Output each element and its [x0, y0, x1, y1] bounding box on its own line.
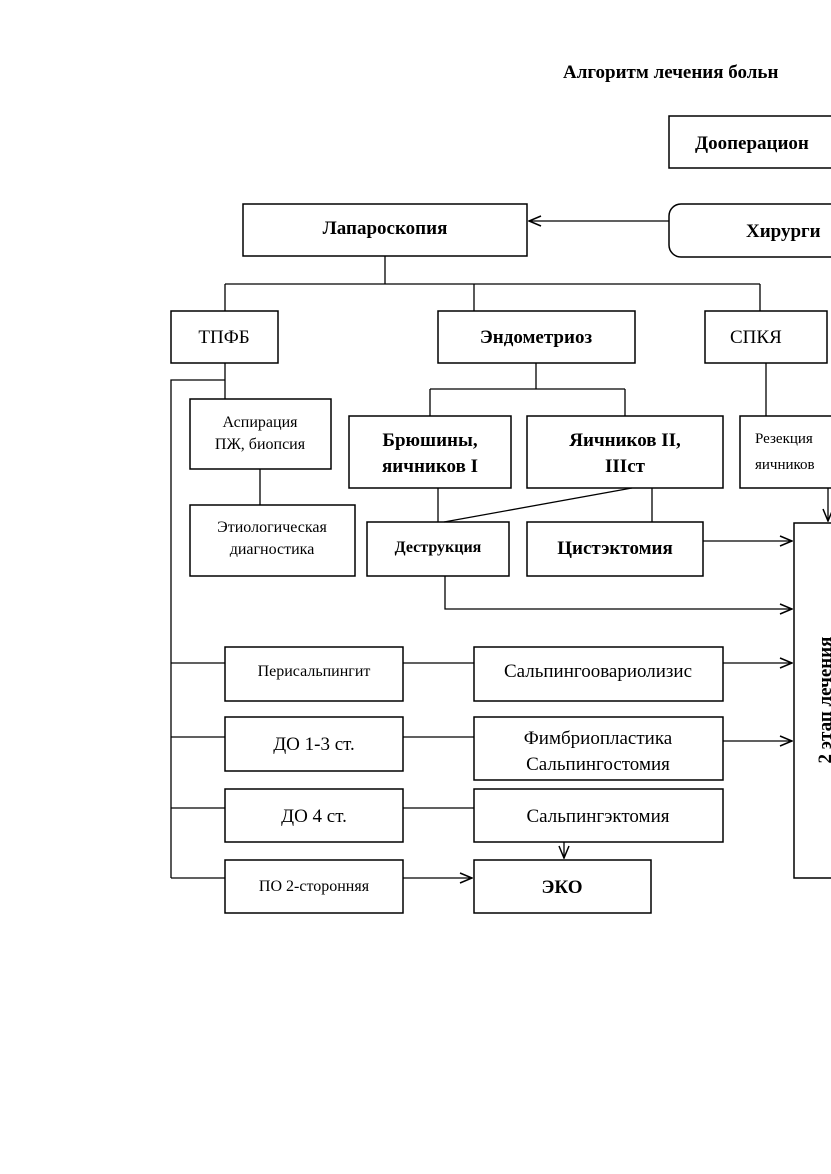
ovaries-label-1: Яичников II,: [569, 430, 681, 451]
cystectomy-label: Цистэктомия: [557, 538, 673, 559]
fimbrioplasty-label-1: Фимбриопластика: [524, 728, 673, 749]
aspiration-box: [189, 398, 332, 470]
resection-box: [739, 415, 831, 489]
salpingoovariolysis-label: Сальпингоовариолизис: [504, 661, 692, 682]
ovaries-label-2: IIIст: [605, 456, 646, 477]
laparoscopy-branch-line: [224, 256, 761, 311]
resection-label-1: Резекция: [755, 431, 813, 447]
tpfb-branch-line: [170, 363, 261, 878]
perisalpingitis-box: [224, 646, 404, 702]
diagram-title: Алгоритм лечения больн: [563, 62, 778, 83]
preop-label: Дооперацион: [695, 133, 809, 154]
salpingectomy-box: [473, 788, 724, 843]
salpingoovariolysis-box: [473, 646, 724, 702]
ovaries-box: [526, 415, 724, 489]
surgery-box: [668, 203, 831, 258]
do13-box: [224, 716, 404, 772]
perisalpingitis-label: Перисальпингит: [258, 663, 371, 680]
resection-label-2: яичников: [755, 457, 815, 473]
ovaries-to-destruction-line: [443, 487, 633, 523]
destruction-label: Деструкция: [395, 539, 482, 556]
destruction-to-stage2-arrow: [444, 576, 792, 609]
do4-label: ДО 4 ст.: [281, 806, 347, 827]
preop-box: [668, 115, 831, 169]
spkya-label: СПКЯ: [730, 327, 782, 348]
aspiration-label-2: ПЖ, биопсия: [215, 436, 306, 453]
po2-label: ПО 2-сторонняя: [259, 878, 370, 895]
fimbrioplasty-label-2: Сальпингостомия: [526, 754, 670, 775]
peritoneum-label-1: Брюшины,: [382, 430, 477, 451]
cystectomy-box: [526, 521, 704, 577]
etiology-label-1: Этиологическая: [217, 519, 327, 536]
fimbrioplasty-box: [473, 716, 724, 781]
etiology-box: [189, 504, 356, 577]
po2-box: [224, 859, 404, 914]
do4-box: [224, 788, 404, 843]
peritoneum-label-2: яичников I: [382, 456, 478, 477]
laparoscopy-label: Лапароскопия: [323, 218, 448, 239]
stage2-label: 2 этап лечения: [815, 637, 831, 764]
peritoneum-box: [348, 415, 512, 489]
endometriosis-label: Эндометриоз: [480, 327, 593, 348]
aspiration-label-1: Аспирация: [223, 414, 299, 431]
do13-label: ДО 1-3 ст.: [273, 734, 355, 755]
endometriosis-branch-line: [429, 363, 626, 416]
surgery-label: Хирурги: [746, 221, 821, 242]
etiology-label-2: диагностика: [230, 541, 315, 558]
stage2-box: [793, 522, 831, 879]
salpingectomy-label: Сальпингэктомия: [527, 806, 670, 827]
eko-box: [473, 859, 652, 914]
eko-label: ЭКО: [542, 877, 583, 898]
tpfb-label: ТПФБ: [198, 327, 249, 348]
